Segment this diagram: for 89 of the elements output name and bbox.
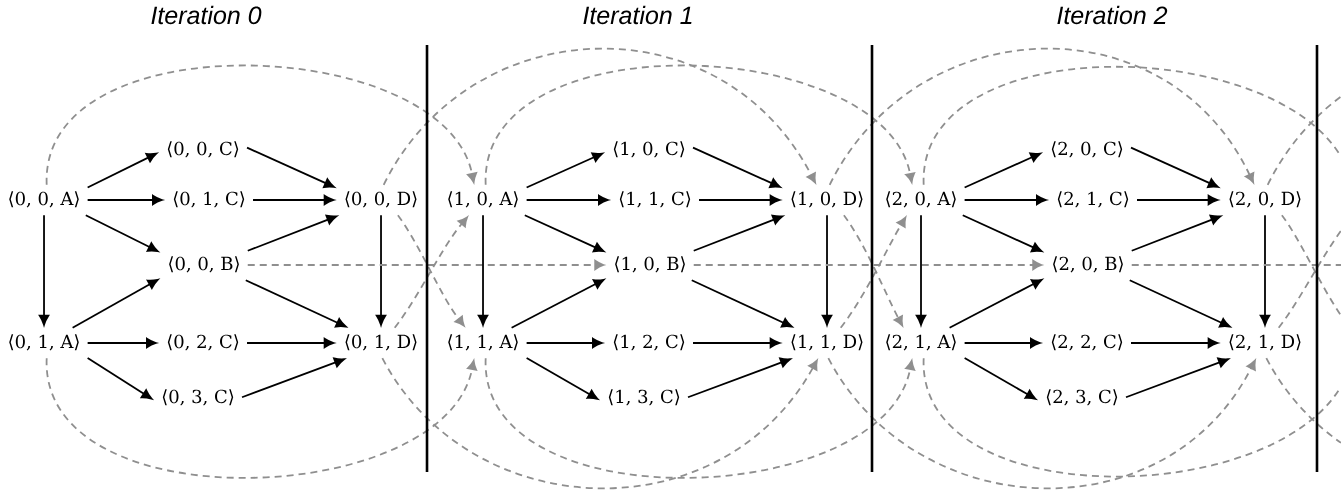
arrow bbox=[690, 279, 793, 328]
dashed-arrow bbox=[828, 47, 1255, 186]
arrow bbox=[821, 214, 833, 326]
arrow bbox=[525, 194, 609, 206]
arrow bbox=[961, 214, 1043, 253]
dashed-arrow bbox=[45, 357, 478, 479]
arrow bbox=[38, 214, 50, 326]
tuple-label: ⟨0, 0, C⟩ bbox=[167, 141, 239, 158]
tuple-label: ⟨1, 0, D⟩ bbox=[791, 191, 863, 208]
arrow bbox=[963, 357, 1037, 400]
arrow bbox=[246, 214, 338, 252]
arrow bbox=[1259, 214, 1271, 326]
tuple-label: ⟨2, 0, D⟩ bbox=[1229, 191, 1301, 208]
tuple-label: ⟨0, 1, A⟩ bbox=[9, 334, 79, 351]
arrow bbox=[246, 337, 335, 349]
dashed-arrow bbox=[45, 64, 477, 186]
tuple-label: ⟨0, 1, C⟩ bbox=[173, 191, 245, 208]
arrow bbox=[375, 214, 387, 326]
arrow bbox=[1130, 146, 1219, 188]
arrow bbox=[523, 214, 605, 253]
arrow bbox=[948, 278, 1043, 329]
tuple-label: ⟨2, 1, A⟩ bbox=[886, 334, 956, 351]
tuple-label: ⟨2, 0, A⟩ bbox=[886, 191, 956, 208]
tuple-label: ⟨1, 3, C⟩ bbox=[608, 389, 680, 406]
arrow bbox=[525, 357, 599, 400]
tuple-label: ⟨2, 1, D⟩ bbox=[1229, 334, 1301, 351]
arrow bbox=[71, 278, 159, 329]
arrow bbox=[963, 194, 1047, 206]
arrow bbox=[241, 357, 345, 399]
arrow bbox=[698, 194, 781, 206]
tuple-label: ⟨2, 3, C⟩ bbox=[1046, 389, 1118, 406]
dashed-arrow bbox=[381, 357, 818, 490]
dashed-line bbox=[1281, 214, 1341, 317]
arrow bbox=[525, 337, 603, 349]
tuple-label: ⟨1, 0, B⟩ bbox=[615, 256, 685, 273]
dashed-arrow bbox=[382, 47, 816, 186]
tuple-label: ⟨1, 1, A⟩ bbox=[448, 334, 518, 351]
arrow bbox=[1130, 214, 1222, 252]
arrow bbox=[477, 214, 489, 326]
dashed-arrow bbox=[692, 259, 1043, 271]
tuple-label: ⟨2, 0, B⟩ bbox=[1053, 256, 1123, 273]
tuple-label: ⟨1, 2, C⟩ bbox=[613, 334, 685, 351]
tuple-label: ⟨0, 0, B⟩ bbox=[169, 256, 239, 273]
tuple-label: ⟨0, 0, A⟩ bbox=[9, 191, 79, 208]
arrow bbox=[510, 278, 605, 329]
column-heading: Iteration 0 bbox=[151, 5, 262, 25]
tuple-label: ⟨0, 1, D⟩ bbox=[345, 334, 417, 351]
tuple-label: ⟨0, 2, C⟩ bbox=[167, 334, 239, 351]
dashed-line bbox=[922, 357, 1341, 478]
dashed-arrow bbox=[484, 357, 916, 479]
dashed-line bbox=[1130, 264, 1341, 266]
arrow bbox=[525, 152, 604, 189]
arrow bbox=[1130, 337, 1219, 349]
dashed-arrow bbox=[246, 259, 605, 271]
dashed-line bbox=[1277, 229, 1341, 329]
arrow bbox=[915, 214, 927, 326]
arrow bbox=[86, 152, 158, 189]
arrow bbox=[244, 279, 347, 328]
tuple-label: ⟨0, 3, C⟩ bbox=[162, 389, 234, 406]
arrow bbox=[86, 337, 157, 349]
tuple-label: ⟨1, 0, C⟩ bbox=[613, 141, 685, 158]
dashed-line bbox=[922, 66, 1341, 186]
arrow bbox=[1136, 194, 1219, 206]
arrow bbox=[86, 357, 153, 400]
arrow bbox=[84, 214, 159, 252]
arrow bbox=[692, 337, 781, 349]
arrow bbox=[963, 337, 1041, 349]
tuple-label: ⟨1, 1, C⟩ bbox=[619, 191, 691, 208]
dashed-arrow bbox=[827, 357, 1256, 490]
arrow bbox=[1128, 279, 1231, 328]
tuple-label: ⟨1, 1, D⟩ bbox=[791, 334, 863, 351]
arrow bbox=[692, 214, 784, 252]
tuple-label: ⟨0, 0, D⟩ bbox=[345, 191, 417, 208]
arrow bbox=[687, 357, 791, 399]
dashed-arrow bbox=[484, 64, 916, 186]
tuple-label: ⟨1, 0, A⟩ bbox=[448, 191, 518, 208]
dashed-line bbox=[1266, 95, 1341, 186]
arrow bbox=[1125, 357, 1229, 399]
arrow bbox=[246, 146, 335, 188]
column-heading: Iteration 1 bbox=[583, 5, 692, 25]
arrow bbox=[692, 146, 781, 188]
arrow bbox=[963, 152, 1042, 189]
tuple-label: ⟨2, 2, C⟩ bbox=[1051, 334, 1123, 351]
tuple-label: ⟨2, 1, C⟩ bbox=[1057, 191, 1129, 208]
arrow bbox=[86, 194, 163, 206]
tuple-label: ⟨2, 0, C⟩ bbox=[1051, 141, 1123, 158]
arrow bbox=[252, 194, 335, 206]
column-heading: Iteration 2 bbox=[1057, 5, 1168, 25]
dashed-line bbox=[1265, 357, 1341, 444]
